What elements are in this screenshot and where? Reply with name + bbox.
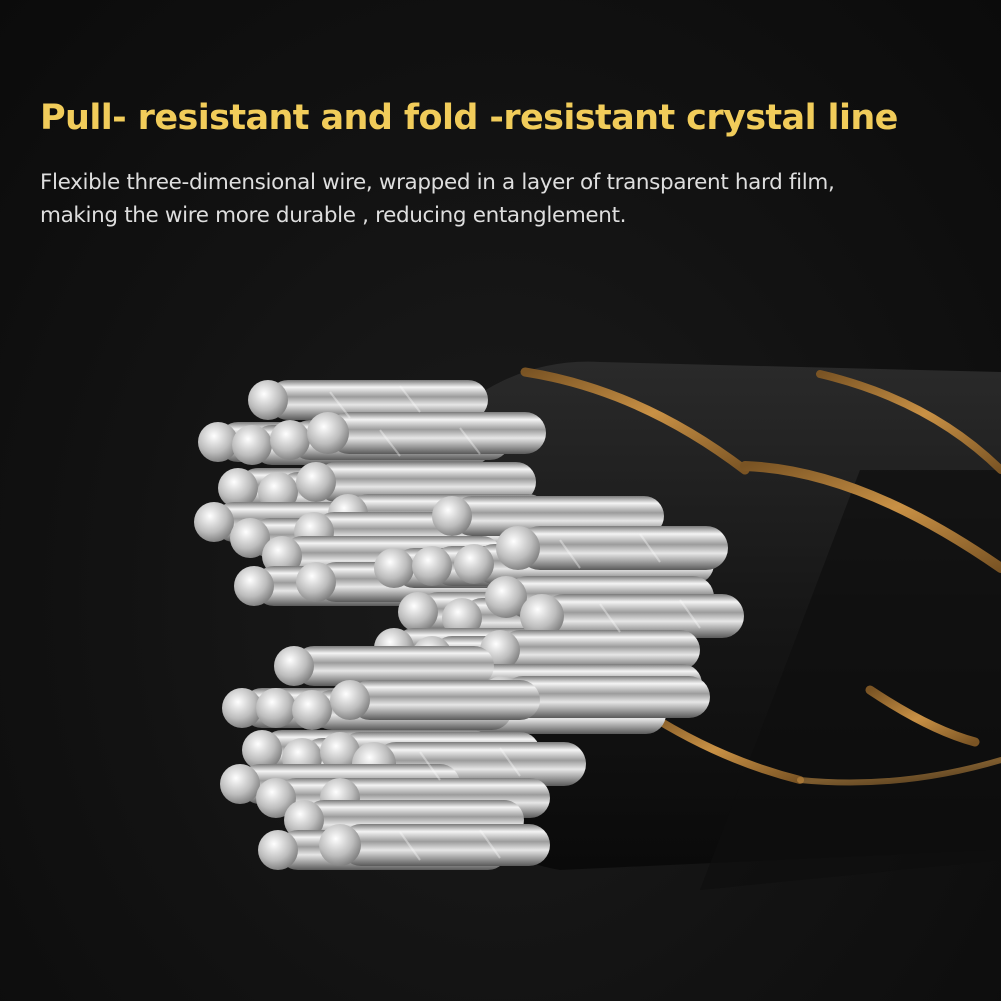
description-line-1: Flexible three-dimensional wire, wrapped… (40, 170, 835, 195)
copper-stripes (520, 367, 1001, 786)
strand-bundle-upper (194, 380, 548, 606)
strand-bundle-right (374, 496, 744, 734)
description-line-2: making the wire more durable , reducing … (40, 203, 627, 228)
strand-bundle-lower (220, 646, 586, 870)
strand-highlights (329, 385, 701, 861)
description: Flexible three-dimensional wire, wrapped… (40, 166, 980, 232)
headline: Pull- resistant and fold -resistant crys… (40, 98, 898, 138)
